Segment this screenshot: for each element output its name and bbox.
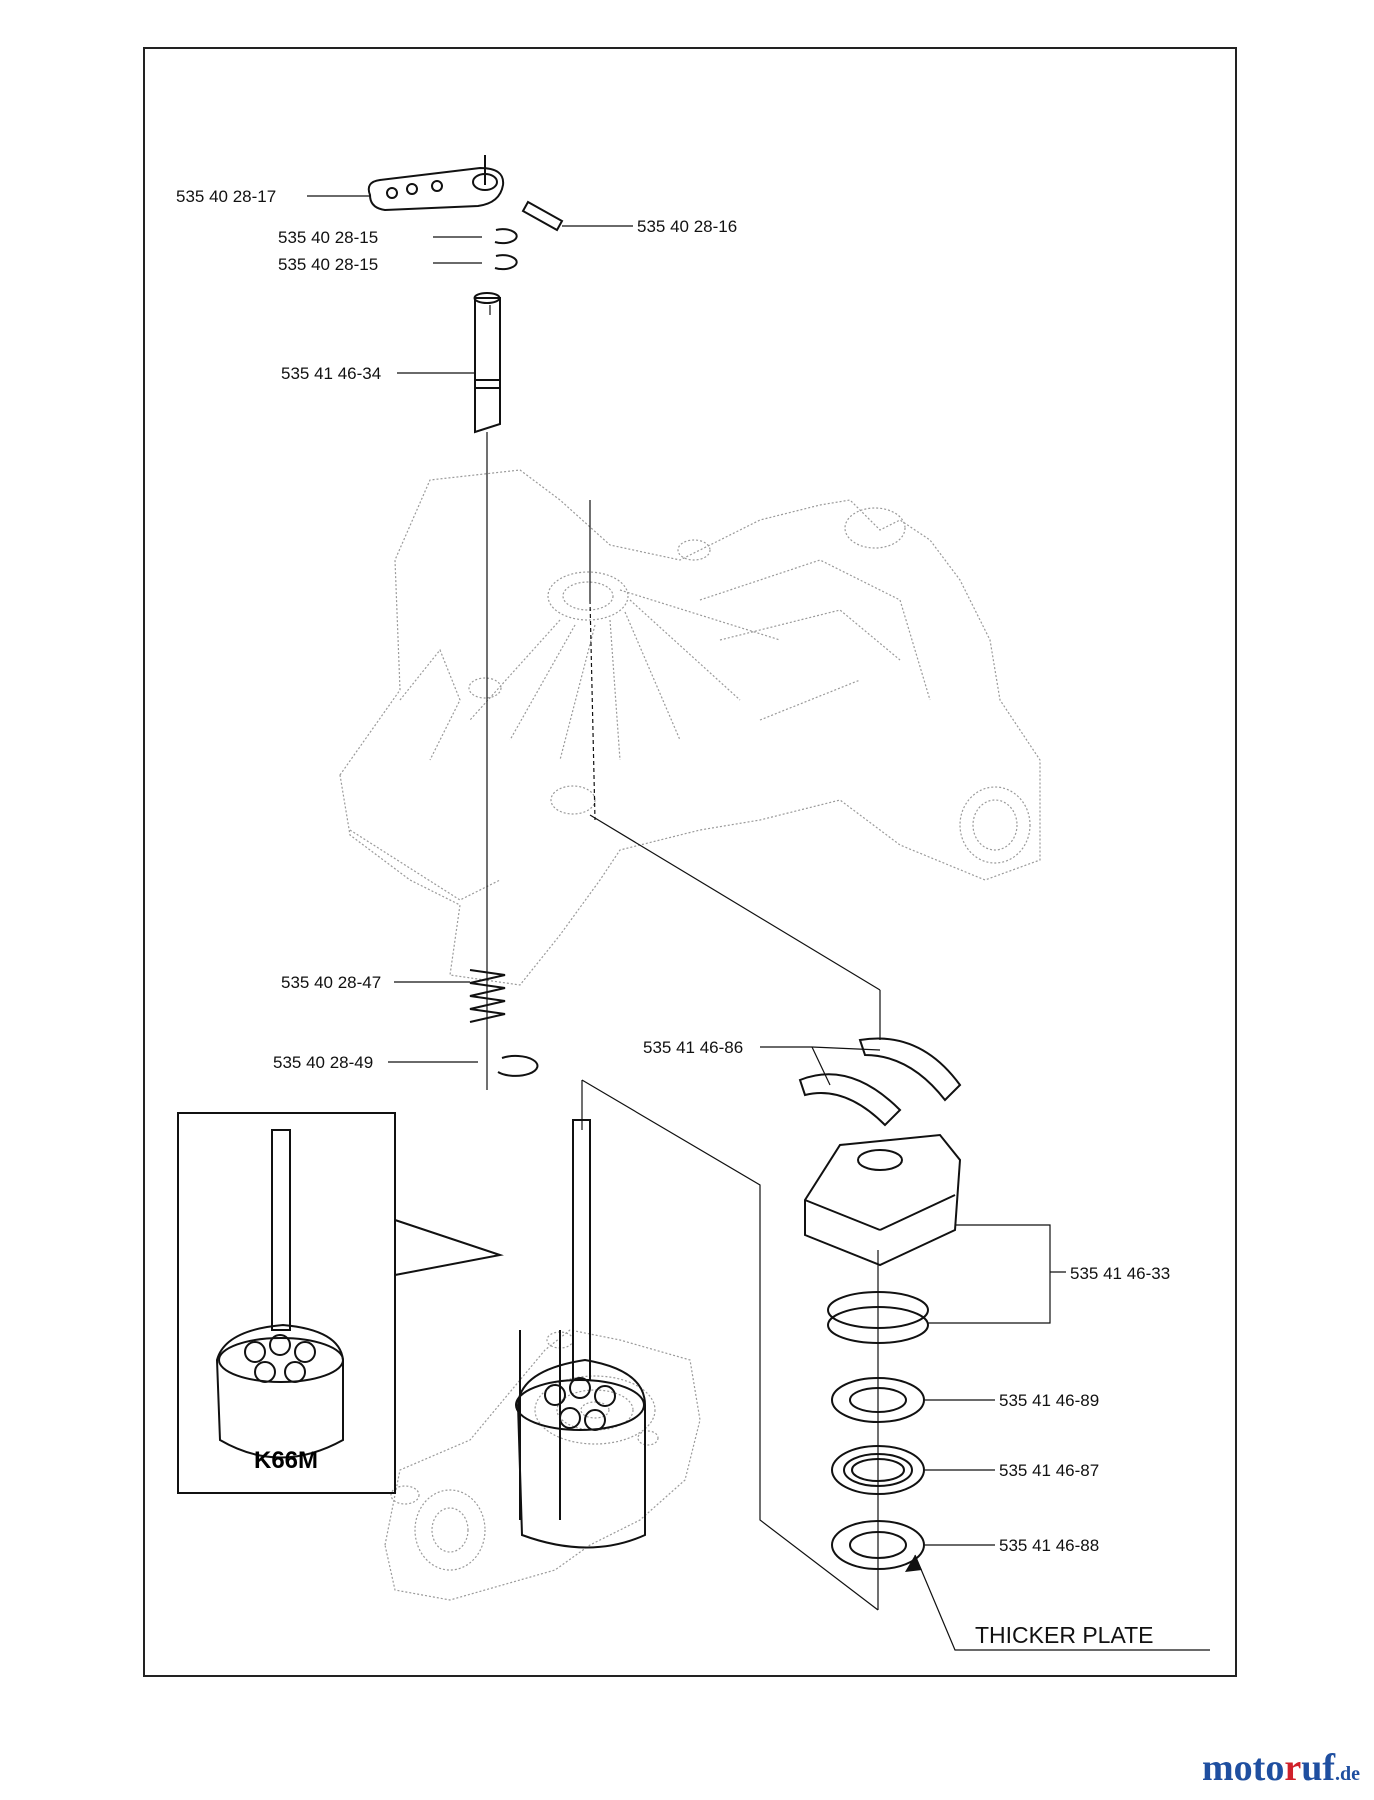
note-thicker-plate: THICKER PLATE [975,1622,1154,1648]
label-p3: 535 40 28-15 [278,228,378,247]
cylinder-block [515,1080,646,1549]
label-p9: 535 41 46-33 [1070,1264,1170,1283]
diagram-frame [143,47,1237,1677]
pump-block [384,1329,701,1601]
label-p1: 535 40 28-17 [176,187,276,206]
leader-pump-to-stack [581,1079,879,1611]
snap-ring [497,1054,539,1077]
label-p4: 535 40 28-15 [278,255,378,274]
control-shaft [473,292,501,434]
control-arm [367,155,505,212]
label-p12: 535 41 46-88 [999,1536,1099,1555]
bearing-shells [798,1037,962,1127]
watermark-letters: moto [1202,1747,1285,1789]
label-p5: 535 41 46-34 [281,364,381,383]
retaining-clip-upper [494,228,518,245]
transaxle-housing [339,469,1041,986]
watermark-letters: r [1284,1747,1302,1789]
axis-line-center-dashed [589,599,596,821]
label-p2: 535 40 28-16 [637,217,737,236]
inset-k66m: K66M [177,1112,504,1494]
leader-lines [307,195,1210,1651]
arm-pin [521,200,564,232]
retaining-clip-lower [494,254,518,271]
label-p11: 535 41 46-87 [999,1461,1099,1480]
watermark-logo: motoruf.de [1202,1746,1360,1790]
watermark-text: motoruf [1202,1747,1335,1789]
label-p10: 535 41 46-89 [999,1391,1099,1410]
watermark-suffix: .de [1335,1763,1360,1785]
spring [469,969,506,1023]
label-p6: 535 40 28-47 [281,973,381,992]
swash-cradle [804,1133,962,1267]
label-p7: 535 40 28-49 [273,1053,373,1072]
axis-line-to-cradle [589,814,881,991]
inset-label: K66M [254,1447,318,1474]
watermark-letters: uf [1301,1747,1335,1789]
label-p8: 535 41 46-86 [643,1038,743,1057]
